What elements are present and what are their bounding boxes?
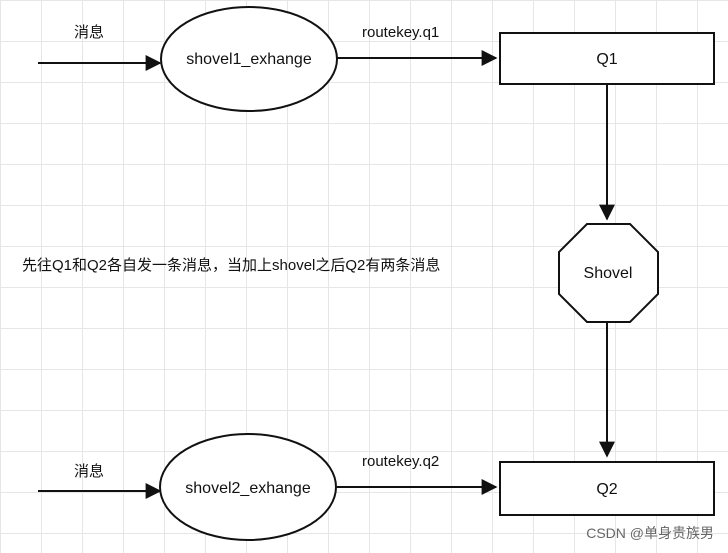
queue-node-bottom	[499, 461, 715, 516]
route-label-bottom: routekey.q2	[362, 453, 439, 470]
queue-label-bottom: Q2	[596, 481, 617, 498]
input-label-top: 消息	[74, 24, 104, 41]
queue-label-top: Q1	[596, 51, 617, 68]
watermark: CSDN @单身贵族男	[586, 525, 714, 541]
exchange-label-bottom: shovel2_exhange	[185, 480, 311, 497]
shovel-node	[558, 223, 659, 323]
route-label-top: routekey.q1	[362, 24, 439, 41]
shovel-label: Shovel	[584, 265, 633, 282]
annotation-note: 先往Q1和Q2各自发一条消息，当加上shovel之后Q2有两条消息	[22, 257, 440, 274]
input-label-bottom: 消息	[74, 463, 104, 480]
exchange-label-top: shovel1_exhange	[186, 51, 312, 68]
exchange-node-bottom	[159, 433, 337, 541]
queue-node-top	[499, 32, 715, 85]
